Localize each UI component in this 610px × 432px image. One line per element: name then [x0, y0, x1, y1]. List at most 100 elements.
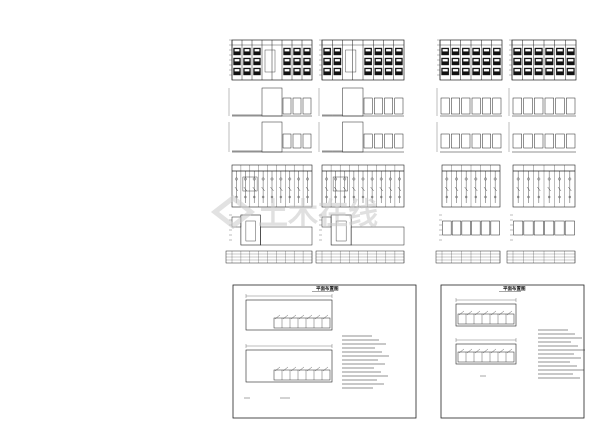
cabinet-section: [292, 133, 302, 149]
cabinet-section: [523, 133, 533, 149]
cabinet-elevation: [554, 220, 565, 236]
switch-symbol: [483, 186, 488, 192]
switchgear-row: [457, 351, 515, 363]
switch-symbol: [547, 186, 551, 192]
base-frame: [261, 87, 283, 117]
single-line-diagram-right: [435, 164, 576, 264]
cabinet-footprint: [394, 97, 404, 115]
switch-symbol: [493, 186, 497, 192]
switch-symbol: [537, 186, 541, 192]
transformer-box: [242, 176, 258, 192]
cabinet-footprint: [363, 97, 373, 115]
switch-symbol: [526, 186, 531, 192]
watermark-logo: 土木在线: [210, 194, 378, 232]
sheet-title-right: 平面布置图: [503, 285, 526, 292]
cabinet-section: [440, 133, 450, 149]
cabinet-section: [282, 133, 292, 149]
cabinet-elevation: [442, 220, 452, 236]
floor-plans-right: [455, 298, 585, 379]
low-cabinet: [350, 226, 405, 246]
floor-plan-sheet-right: 平面布置图: [440, 284, 585, 419]
switch-symbol: [234, 186, 239, 192]
switch-symbol: [324, 186, 329, 192]
cabinet-footprint: [512, 97, 522, 115]
cabinet-footprint: [555, 97, 565, 115]
switch-symbol: [557, 186, 562, 192]
cabinet-elevation: [544, 220, 555, 236]
cabinet-footprint: [471, 97, 481, 115]
switchgear-elevation-left: [228, 39, 405, 153]
cabinet-footprint: [292, 97, 302, 115]
base-frame: [342, 121, 364, 153]
cabinet-section: [482, 133, 491, 149]
cabinet-section: [555, 133, 565, 149]
cabinet-section: [451, 133, 460, 149]
cabinet-footprint: [523, 97, 533, 115]
switch-symbol: [474, 186, 478, 192]
cabinet-section: [461, 133, 471, 149]
transformer-panel: [264, 49, 276, 73]
transformer-panel: [345, 49, 357, 73]
switch-symbol: [252, 186, 256, 192]
floor-plans-left: [244, 294, 389, 399]
switchgear-row: [273, 369, 331, 381]
cabinet-footprint: [384, 97, 393, 115]
cabinet-elevation: [451, 220, 462, 236]
base-frame: [342, 87, 364, 117]
cabinet-elevation: [471, 220, 481, 236]
cabinet-elevation: [480, 220, 491, 236]
cabinet-footprint: [534, 97, 544, 115]
cabinet-footprint: [492, 97, 502, 115]
switch-symbol: [279, 186, 283, 192]
cabinet-elevation: [461, 220, 471, 236]
switchgear-elevation-right: [436, 39, 577, 153]
cabinet-section: [363, 133, 373, 149]
cabinet-footprint: [461, 97, 471, 115]
cabinet-footprint: [451, 97, 460, 115]
switchgear-row: [457, 313, 515, 325]
floor-plan-sheet-left: 平面布置图: [232, 284, 417, 419]
cabinet-section: [544, 133, 554, 149]
cabinet-elevation: [513, 220, 524, 236]
cabinet-section: [566, 133, 576, 149]
cabinet-section: [534, 133, 544, 149]
switch-symbol: [454, 186, 459, 192]
switch-symbol: [343, 186, 347, 192]
room-outline: [245, 349, 333, 383]
cabinet-section: [374, 133, 383, 149]
cabinet-footprint: [544, 97, 554, 115]
switchgear-row: [273, 317, 331, 329]
switch-symbol: [568, 186, 572, 192]
cabinet-section: [471, 133, 481, 149]
sheet-title-left: 平面布置图: [316, 285, 339, 292]
cabinet-footprint: [282, 97, 292, 115]
room-outline: [245, 299, 333, 331]
cabinet-footprint: [482, 97, 491, 115]
cabinet-elevation: [523, 220, 534, 236]
base-frame: [261, 121, 283, 153]
switch-symbol: [243, 186, 247, 192]
switch-symbol: [288, 186, 292, 192]
switch-symbol: [370, 186, 374, 192]
cabinet-footprint: [440, 97, 450, 115]
cabinet-elevation: [564, 220, 575, 236]
cabinet-elevation: [490, 220, 500, 236]
cabinet-footprint: [374, 97, 383, 115]
watermark-text: 土木在线: [258, 197, 378, 232]
cabinet-elevation: [533, 220, 544, 236]
switch-symbol: [397, 186, 402, 192]
cabinet-section: [384, 133, 393, 149]
switch-symbol: [445, 186, 449, 192]
switch-symbol: [261, 186, 265, 192]
switch-symbol: [334, 186, 338, 192]
cabinet-section: [492, 133, 502, 149]
switch-symbol: [388, 186, 392, 192]
switch-symbol: [464, 186, 468, 192]
room-outline: [455, 343, 517, 365]
low-cabinet: [260, 226, 313, 246]
diagram-frame: [231, 164, 313, 208]
cabinet-section: [302, 133, 312, 149]
cabinet-footprint: [302, 97, 312, 115]
transformer-box: [332, 176, 348, 192]
